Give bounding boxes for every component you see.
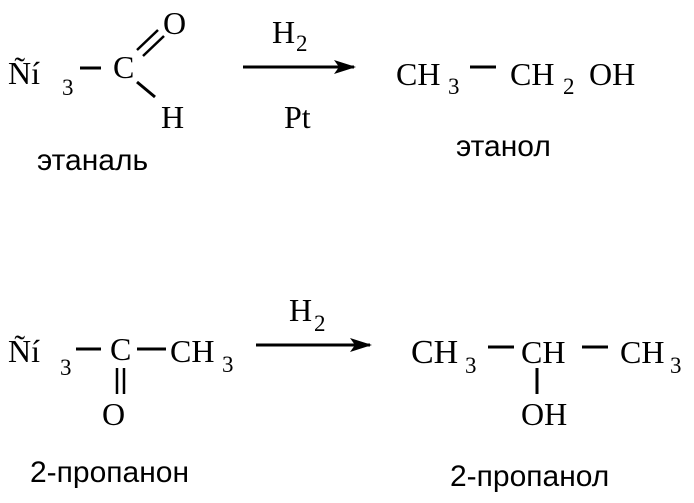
- product-name: этанол: [456, 130, 551, 163]
- carbon-atom: C: [113, 49, 134, 85]
- product-group1: CH: [396, 56, 440, 92]
- reactant-ethanal: Ñí 3 C O H: [8, 5, 186, 135]
- product-group3: OH: [589, 56, 635, 92]
- product-group1-subscript: 3: [465, 353, 477, 378]
- reactant-prefix-subscript: 3: [62, 75, 74, 100]
- product-center: CH: [521, 334, 565, 370]
- reactant-prefix: Ñí: [8, 333, 40, 369]
- product-group2: CH: [510, 56, 554, 92]
- product-group1: CH: [411, 334, 458, 371]
- hydrogen-atom: H: [161, 99, 184, 135]
- product-group1-subscript: 3: [448, 74, 460, 99]
- reaction-arrow-2: H 2: [256, 292, 372, 352]
- product-name: 2-пропанол: [450, 460, 609, 493]
- product-group2-subscript: 2: [563, 74, 575, 99]
- catalyst-pt: Pt: [284, 99, 311, 135]
- double-bond-line-1: [136, 29, 159, 51]
- reactant-prefix-subscript: 3: [60, 355, 72, 380]
- single-bond-line: [136, 80, 156, 99]
- reaction-1: Ñí 3 C O H этаналь H 2 Pt CH 3 CH 2 OH э…: [8, 5, 635, 177]
- reactant-propanone: Ñí 3 C CH 3 O: [8, 331, 234, 432]
- oxygen-atom: O: [102, 396, 125, 432]
- carbon-atom: C: [110, 331, 131, 367]
- methyl-group: CH: [170, 333, 214, 369]
- reagent-h2-subscript: 2: [314, 311, 326, 336]
- reactant-name: 2-пропанон: [30, 456, 189, 489]
- reagent-h2: H: [272, 14, 295, 50]
- reagent-h2-subscript: 2: [296, 31, 308, 56]
- double-bond-line-2: [142, 35, 165, 57]
- reagent-h2: H: [289, 292, 312, 328]
- reactant-prefix: Ñí: [8, 55, 40, 91]
- product-ethanol: CH 3 CH 2 OH: [396, 56, 635, 99]
- methyl-subscript: 3: [222, 352, 234, 377]
- reaction-arrow-1: H 2 Pt: [243, 14, 356, 135]
- product-group3-subscript: 3: [670, 353, 682, 378]
- hydroxyl-group: OH: [521, 396, 567, 432]
- reaction-2: Ñí 3 C CH 3 O 2-пропанон H 2 CH 3 CH CH …: [8, 292, 682, 493]
- product-group3: CH: [620, 334, 664, 370]
- product-2-propanol: CH 3 CH CH 3 OH: [411, 334, 682, 432]
- reactant-name: этаналь: [37, 144, 148, 177]
- oxygen-atom: O: [163, 5, 186, 41]
